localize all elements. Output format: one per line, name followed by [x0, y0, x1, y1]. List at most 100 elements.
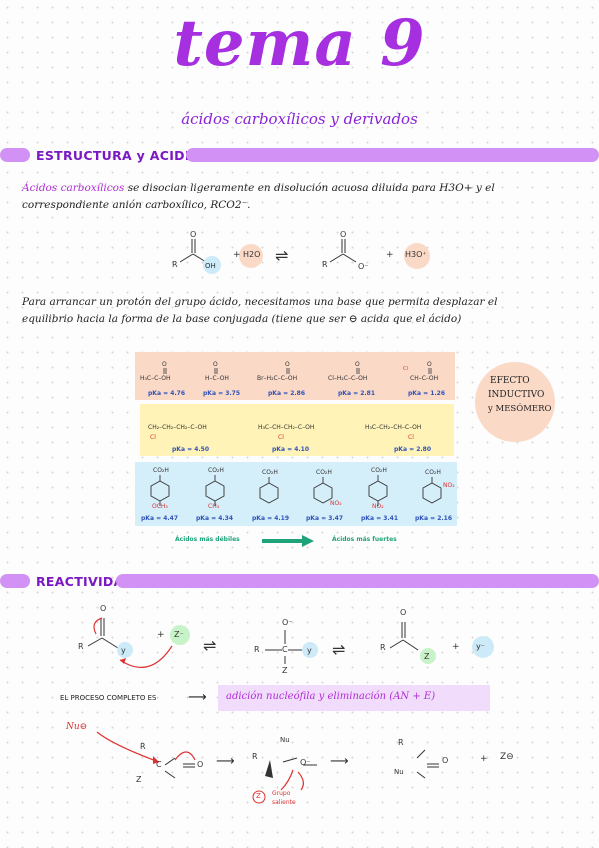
row3-pka-4: pKa = 3.47 [306, 515, 344, 522]
mech-prod-r: R [398, 738, 404, 747]
eq-arrow: ⇌ [275, 246, 289, 265]
row3-pka-6: pKa = 2.16 [415, 515, 453, 522]
r1-prod-z: Z [424, 652, 430, 661]
eq-plus1: + [233, 250, 241, 260]
eq-o-minus: O⁻ [358, 262, 369, 271]
mech-arrow1: ⟶ [216, 754, 235, 769]
acid-row-yellow [140, 404, 454, 456]
eq-o1: O [190, 230, 197, 239]
mech-c: C [156, 760, 162, 769]
effect-note-line-1: EFECTO [490, 376, 530, 386]
r1-eq: ⇌ [203, 636, 217, 655]
row2-pka-1: pKa = 4.50 [172, 446, 210, 453]
r1-eq2: ⇌ [332, 640, 346, 659]
mech-r: R [140, 742, 146, 751]
effect-note-line-3: y MESÓMERO [488, 404, 552, 414]
section2-bar-left [0, 574, 30, 588]
row1-formula-2: H–C–OH [205, 375, 229, 382]
r1-plus: + [157, 630, 165, 640]
section-heading-structure: ESTRUCTURA y ACIDEZ [36, 148, 204, 163]
equilibrium-diagram [179, 239, 430, 274]
eq-hydronium: H3O⁺ [405, 250, 427, 259]
row3-pka-1: pKa = 4.47 [141, 515, 179, 522]
row1-formula-5: CH–C–OH [410, 375, 439, 382]
reaction1-diagram [87, 617, 494, 668]
mech-leaving-symbol: Z [256, 792, 261, 800]
row2-formula-2: H₃C–CH–CH₂–C–OH [258, 424, 315, 431]
r1-plus2: + [452, 642, 460, 652]
paragraph-line-1: Para arrancar un protón del grupo ácido,… [22, 296, 498, 308]
r1-y: y [121, 646, 126, 655]
r1-int-y: y [307, 646, 312, 655]
page-subtitle: ácidos carboxílicos y derivados [181, 110, 418, 128]
r1-int-r: R [254, 645, 260, 654]
eq-water: H2O [243, 250, 261, 259]
row1-pka-2: pKa = 3.75 [203, 390, 241, 397]
svg-text:O: O [355, 361, 360, 368]
r1-int-o: O⁻ [282, 618, 293, 627]
row1-formula-3: Br–H₂C–C–OH [257, 375, 298, 382]
process-label: EL PROCESO COMPLETO ES [60, 694, 157, 702]
intro-term: Ácidos carboxílicos [22, 182, 125, 194]
row3-sub-4: NO₂ [330, 500, 342, 507]
svg-text:O: O [427, 361, 432, 368]
row2-sub-2: Cl [278, 434, 284, 441]
r1-prod-r: R [380, 643, 386, 652]
row3-sub-2: CH₃ [208, 503, 220, 510]
row3-sub-6: NO₂ [443, 482, 455, 489]
section-heading-reactivity: REACTIVIDAD [36, 574, 135, 589]
acid-row-blue [135, 462, 457, 526]
eq-r1: R [172, 260, 178, 269]
row3-sub-1: OCH₃ [152, 503, 168, 510]
effect-note-circle [475, 362, 555, 442]
mech-o: O [197, 760, 204, 769]
row1-pka-4: pKa = 2.81 [338, 390, 376, 397]
r1-r: R [78, 642, 84, 651]
mech-arrow2: ⟶ [330, 754, 349, 769]
r1-int-z: Z [282, 666, 288, 675]
process-result: adición nucleófila y eliminación (AN + E… [226, 691, 436, 702]
intro-line1-rest: se disocian ligeramente en disolución ac… [127, 182, 495, 194]
intro-line-1: Ácidos carboxílicos se disocian ligerame… [22, 182, 582, 194]
process-result-bg [218, 685, 490, 711]
eq-r2: R [322, 260, 328, 269]
row3-top-2: CO₂H [208, 467, 224, 474]
process-arrow: ⟶ [188, 690, 207, 705]
row3-top-4: CO₂H [316, 469, 332, 476]
mech-z-minus: Z⊖ [500, 752, 514, 762]
svg-text:O: O [285, 361, 290, 368]
mech-prod-o: O [442, 756, 449, 765]
mech-nu: Nu⊖ [66, 722, 88, 732]
mech-prod-nu: Nu [394, 768, 404, 776]
row2-formula-1: CH₂–CH₂–CH₂–C–OH [148, 424, 207, 431]
mech-plus: + [480, 754, 488, 764]
row3-top-1: CO₂H [153, 467, 169, 474]
row1-formula-1: H₃C–C–OH [140, 375, 171, 382]
row2-formula-3: H₃C–CH₂–CH–C–OH [365, 424, 422, 431]
eq-oh: OH [205, 262, 216, 270]
mech-leaving-line-2: saliente [272, 799, 296, 806]
row2-sub-1: Cl [150, 434, 156, 441]
r1-prod-o: O [400, 608, 407, 617]
row2-pka-3: pKa = 2.80 [394, 446, 432, 453]
row1-formula-4: Cl–H₂C–C–OH [328, 375, 368, 382]
mech-z: Z [136, 775, 142, 784]
paragraph-line-2: equilibrio hacia la forma de la base con… [22, 313, 462, 325]
section-bar-right [186, 148, 599, 162]
row3-sub-5: NO₂ [372, 503, 384, 510]
row3-pka-5: pKa = 3.41 [361, 515, 399, 522]
mech-leaving-line-1: Grupo [272, 790, 291, 797]
acidity-arrow [262, 535, 314, 547]
row1-carbonyls: O O O O O Cl Cl [162, 361, 432, 374]
svg-text:O: O [162, 361, 167, 368]
mech-mid-o: O⁻ [300, 758, 311, 767]
intro-line-2: correspondiente anión carboxílico, RCO2⁻… [22, 199, 251, 211]
mech-mid-r: R [252, 752, 258, 761]
eq-o2: O [340, 230, 347, 239]
row3-top-6: CO₂H [425, 469, 441, 476]
row1-pka-5: pKa = 1.26 [408, 390, 446, 397]
acid-row-peach [135, 352, 455, 400]
page-title: tema 9 [173, 6, 426, 81]
row3-top-5: CO₂H [371, 467, 387, 474]
r1-o: O [100, 604, 107, 613]
